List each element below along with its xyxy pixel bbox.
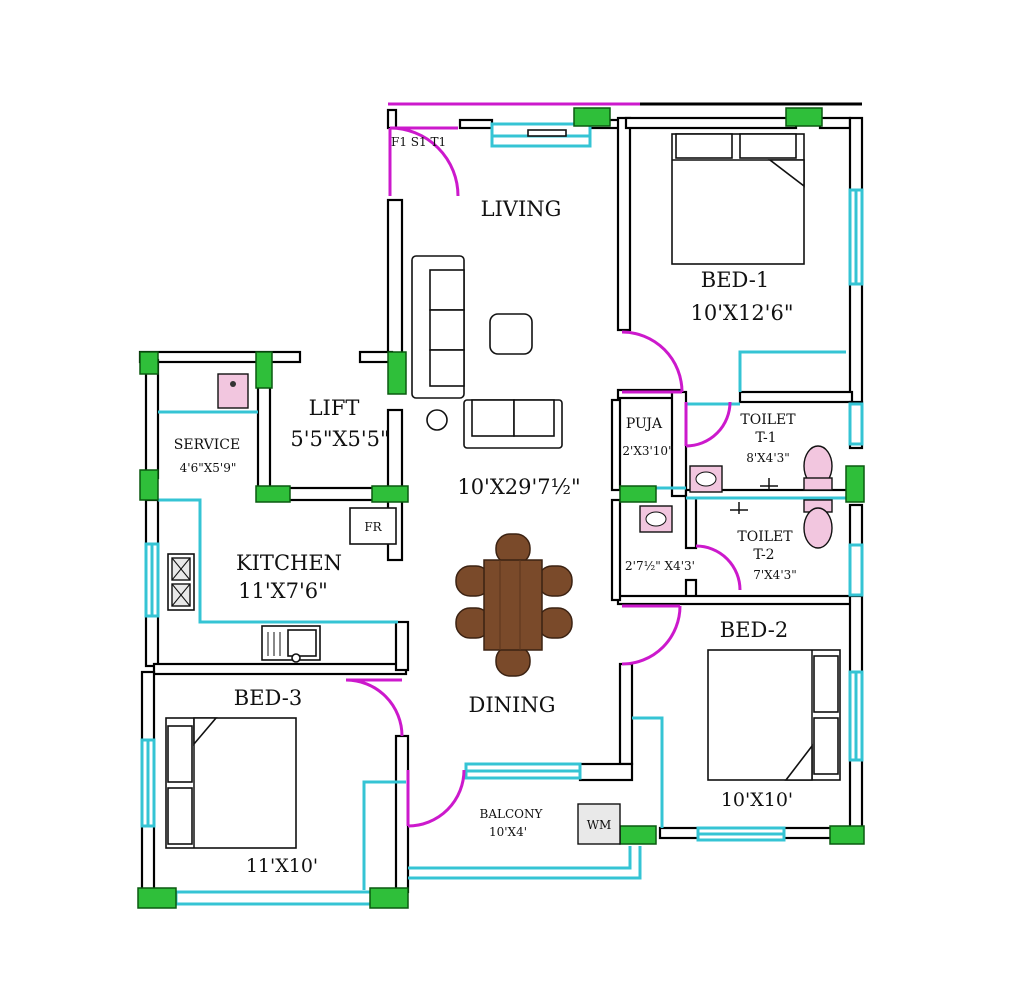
bed-3-icon — [165, 717, 297, 849]
stove-icon — [167, 553, 195, 611]
bed-2-size: 10'X10' — [721, 789, 793, 811]
bed-2-name: BED-2 — [720, 618, 788, 642]
tap-2-icon — [730, 502, 748, 514]
entrance-label: F1 S1 T1 — [391, 135, 446, 149]
living-size: 10'X29'7½" — [457, 475, 580, 499]
puja-size: 2'X3'10" — [622, 444, 673, 458]
kitchen-name: KITCHEN — [236, 551, 342, 575]
dining-table-icon — [455, 533, 573, 677]
toilet-1-icon — [803, 445, 833, 491]
stool-icon — [426, 409, 448, 431]
washbasin-1-icon — [689, 465, 723, 493]
toilet-1-name: TOILET — [740, 412, 796, 428]
bed-3-size: 11'X10' — [246, 855, 318, 877]
service-name: SERVICE — [174, 437, 240, 453]
sofa-icon — [411, 255, 465, 399]
passage-size: 2'7½" X4'3' — [625, 559, 695, 573]
kitchen-sink-icon — [261, 625, 321, 663]
living-name: LIVING — [481, 197, 562, 221]
balcony-size: 10'X4' — [489, 825, 527, 839]
utility-sink-icon — [217, 373, 249, 409]
washing-machine-label: WM — [587, 818, 612, 832]
furniture: FR — [165, 129, 841, 849]
toilet-2-name: TOILET — [737, 529, 793, 545]
toilet-1-code: T-1 — [755, 430, 776, 446]
tap-icon — [760, 478, 778, 490]
kitchen-size: 11'X7'6" — [238, 579, 328, 603]
balcony-name: BALCONY — [480, 807, 544, 821]
lift-name: LIFT — [309, 396, 360, 420]
fridge-icon — [349, 507, 397, 545]
bed-3-name: BED-3 — [234, 686, 302, 710]
columns — [137, 107, 865, 909]
bed-1-icon — [671, 133, 805, 265]
tv-unit-icon — [527, 129, 567, 137]
ottoman-icon — [489, 313, 533, 355]
washing-machine-icon — [577, 803, 621, 845]
fridge-label: FR — [364, 520, 382, 534]
bed-1-size: 10'X12'6" — [691, 301, 794, 325]
dining-name: DINING — [469, 693, 556, 717]
doors — [345, 126, 742, 828]
washbasin-2-icon — [639, 505, 673, 533]
toilet-1-size: 8'X4'3" — [746, 451, 790, 465]
bed-1-name: BED-1 — [701, 268, 769, 292]
toilet-2-icon — [803, 499, 833, 549]
windows — [140, 122, 864, 906]
service-size: 4'6"X5'9" — [180, 461, 237, 475]
bed-2-icon — [707, 649, 841, 781]
toilet-2-size: 7'X4'3" — [753, 568, 797, 582]
puja-name: PUJA — [626, 416, 663, 432]
lift-size: 5'5"X5'5" — [290, 427, 389, 451]
loveseat-icon — [463, 399, 563, 449]
toilet-2-code: T-2 — [753, 547, 774, 563]
room-labels: F1 S1 T1 LIVING 10'X29'7½" DINING BED-1 … — [174, 135, 797, 877]
